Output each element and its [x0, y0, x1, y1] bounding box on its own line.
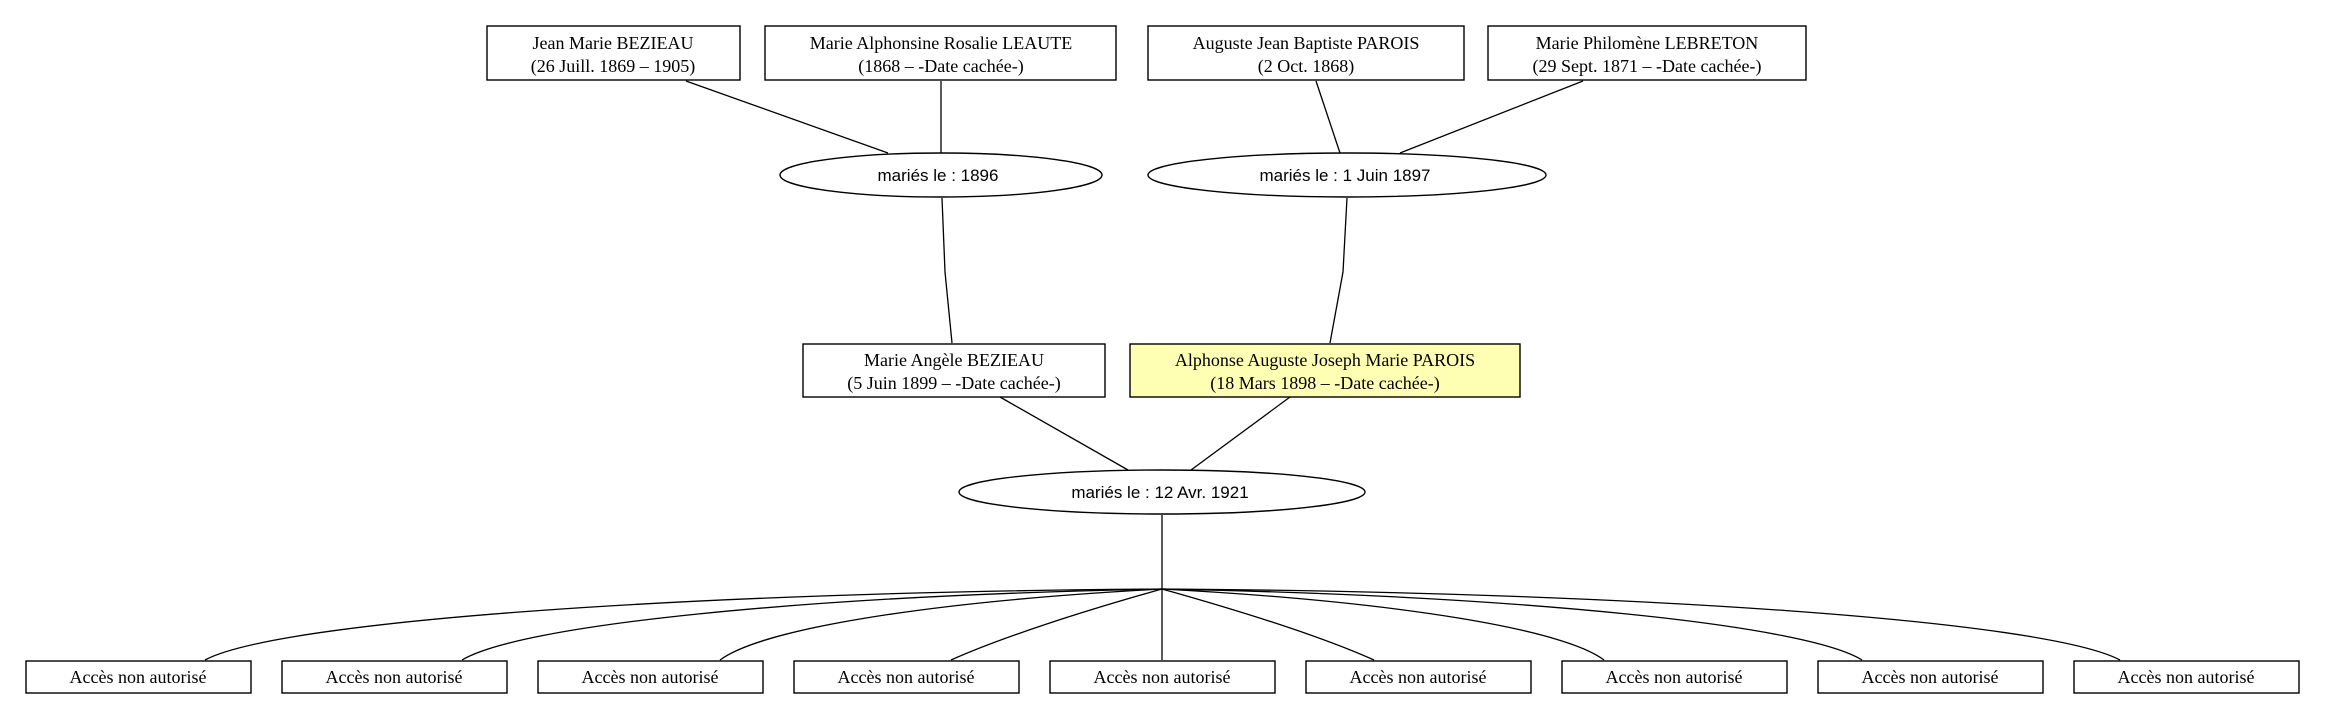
- edge-hub-to-child-6: [1161, 588, 1375, 661]
- union-node-1897[interactable]: mariés le : 1 Juin 1897: [1147, 152, 1547, 198]
- edge-hub-to-child-7: [1161, 588, 1605, 661]
- child-label: Accès non autorisé: [2118, 667, 2255, 687]
- edge-hub-to-child-2: [461, 588, 1163, 661]
- union-label: mariés le : 1896: [878, 166, 999, 185]
- child-box-1[interactable]: Accès non autorisé: [25, 660, 252, 694]
- person-dates: (5 Juin 1899 – -Date cachée-): [847, 373, 1060, 394]
- edge-bezieau-to-union-1896: [685, 80, 889, 154]
- person-box-marie-philomene-lebreton[interactable]: Marie Philomène LEBRETON (29 Sept. 1871 …: [1487, 25, 1807, 81]
- edge-hub-to-child-3: [719, 588, 1163, 661]
- edge-hub-to-child-1: [204, 588, 1163, 661]
- child-label: Accès non autorisé: [1606, 667, 1743, 687]
- person-box-marie-alphonsine-rosalie-leaute[interactable]: Marie Alphonsine Rosalie LEAUTE (1868 – …: [764, 25, 1117, 81]
- child-box-4[interactable]: Accès non autorisé: [793, 660, 1020, 694]
- person-dates: (2 Oct. 1868): [1258, 56, 1354, 77]
- person-name: Alphonse Auguste Joseph Marie PAROIS: [1175, 350, 1475, 370]
- edge-marie-angele-to-union-1921: [999, 396, 1129, 471]
- person-box-jean-marie-bezieau[interactable]: Jean Marie BEZIEAU (26 Juill. 1869 – 190…: [486, 25, 741, 81]
- person-box-alphonse-auguste-joseph-marie-parois[interactable]: Alphonse Auguste Joseph Marie PAROIS (18…: [1129, 343, 1521, 398]
- person-dates: (1868 – -Date cachée-): [858, 56, 1023, 77]
- person-box-marie-angele-bezieau[interactable]: Marie Angèle BEZIEAU (5 Juin 1899 – -Dat…: [802, 343, 1106, 398]
- child-label: Accès non autorisé: [1350, 667, 1487, 687]
- child-label: Accès non autorisé: [70, 667, 207, 687]
- person-name: Auguste Jean Baptiste PAROIS: [1193, 33, 1420, 53]
- edge-hub-to-child-8: [1161, 588, 1863, 661]
- child-box-5[interactable]: Accès non autorisé: [1049, 660, 1276, 694]
- person-name: Jean Marie BEZIEAU: [533, 33, 694, 53]
- child-box-6[interactable]: Accès non autorisé: [1305, 660, 1532, 694]
- edge-alphonse-to-union-1921: [1190, 396, 1291, 471]
- child-label: Accès non autorisé: [582, 667, 719, 687]
- child-label: Accès non autorisé: [1862, 667, 1999, 687]
- person-name: Marie Alphonsine Rosalie LEAUTE: [810, 33, 1072, 53]
- union-label: mariés le : 12 Avr. 1921: [1071, 483, 1248, 502]
- person-dates: (26 Juill. 1869 – 1905): [531, 56, 696, 77]
- edge-union-1896-to-marie-angele: [941, 197, 953, 344]
- child-box-3[interactable]: Accès non autorisé: [537, 660, 764, 694]
- child-label: Accès non autorisé: [838, 667, 975, 687]
- edge-hub-to-child-4: [950, 588, 1163, 661]
- union-node-1896[interactable]: mariés le : 1896: [779, 152, 1103, 198]
- child-box-7[interactable]: Accès non autorisé: [1561, 660, 1788, 694]
- child-label: Accès non autorisé: [1094, 667, 1231, 687]
- person-name: Marie Philomène LEBRETON: [1536, 33, 1759, 53]
- edge-hub-to-child-9: [1161, 588, 2121, 661]
- union-label: mariés le : 1 Juin 1897: [1259, 166, 1430, 185]
- child-label: Accès non autorisé: [326, 667, 463, 687]
- edge-parois-to-union-1897: [1315, 80, 1341, 154]
- person-box-auguste-jean-baptiste-parois[interactable]: Auguste Jean Baptiste PAROIS (2 Oct. 186…: [1147, 25, 1465, 81]
- child-box-8[interactable]: Accès non autorisé: [1817, 660, 2044, 694]
- union-node-1921[interactable]: mariés le : 12 Avr. 1921: [958, 469, 1366, 515]
- edge-union-1897-to-alphonse: [1329, 197, 1348, 344]
- child-box-9[interactable]: Accès non autorisé: [2073, 660, 2300, 694]
- tree-edges: [204, 80, 2121, 661]
- person-dates: (29 Sept. 1871 – -Date cachée-): [1533, 56, 1762, 77]
- person-dates: (18 Mars 1898 – -Date cachée-): [1210, 373, 1439, 394]
- edge-lebreton-to-union-1897: [1399, 80, 1584, 154]
- child-box-2[interactable]: Accès non autorisé: [281, 660, 508, 694]
- person-name: Marie Angèle BEZIEAU: [864, 350, 1044, 370]
